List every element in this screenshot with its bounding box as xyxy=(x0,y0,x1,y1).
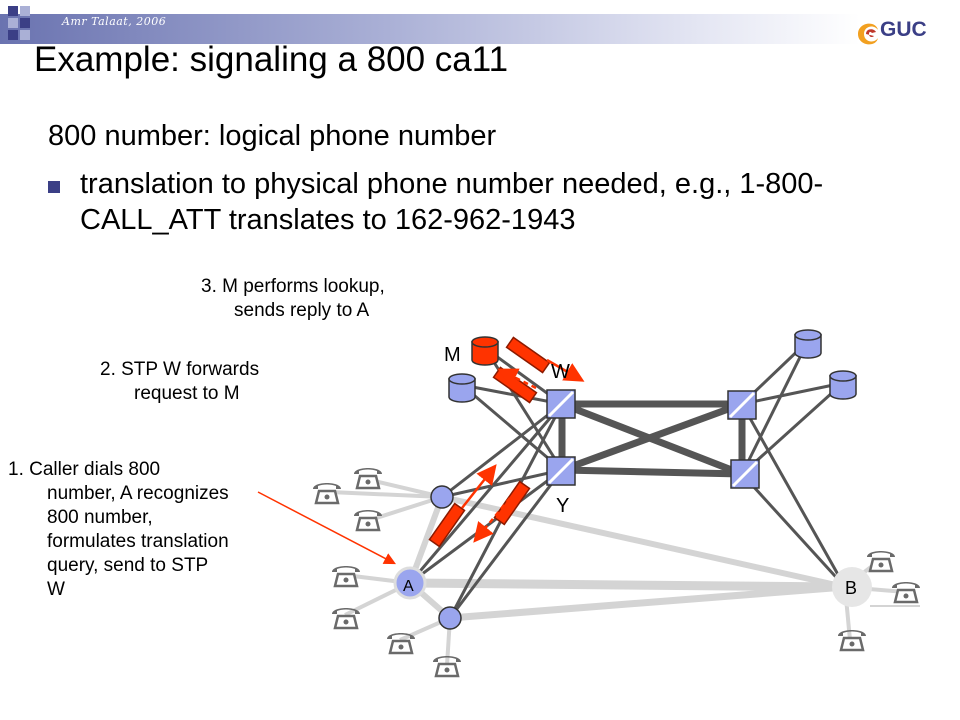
ssp-node-icon xyxy=(430,485,454,509)
annotation-line: query, send to STP xyxy=(47,555,209,576)
header-square xyxy=(8,30,18,40)
node-label-y: Y xyxy=(556,495,569,517)
message-arrows xyxy=(461,358,585,543)
header-bar xyxy=(0,14,860,44)
ssp-a-icon xyxy=(393,566,427,600)
telephone-icon xyxy=(330,606,362,630)
node-label-m: M xyxy=(444,344,461,366)
database-icon xyxy=(448,373,476,403)
annotation-line: sends reply to A xyxy=(234,300,370,321)
telephone-icon xyxy=(352,466,384,490)
guc-logo-icon xyxy=(858,23,878,45)
telephone-icon xyxy=(836,628,868,652)
annotation-line: number, A recognizes xyxy=(47,483,229,504)
annotation-line: 800 number, xyxy=(47,507,153,528)
header-square xyxy=(20,18,30,28)
annotation-step2: 2. STP W forwards request to M xyxy=(100,358,259,406)
annotation-line: 3. M performs lookup, xyxy=(201,276,385,297)
database-icon xyxy=(829,370,857,400)
signaling-links xyxy=(408,339,847,619)
annotation-line: request to M xyxy=(134,383,240,404)
header-square xyxy=(20,30,30,40)
annotation-step3: 3. M performs lookup, sends reply to A xyxy=(201,275,385,323)
header-square xyxy=(8,18,18,28)
annotation-pointer xyxy=(257,491,396,565)
annotation-line: 2. STP W forwards xyxy=(100,359,260,380)
header-square xyxy=(8,6,18,16)
message-block-reply xyxy=(493,480,531,526)
annotation-step1: 1. Caller dials 800 number, A recognizes… xyxy=(8,458,229,602)
telephone-icon xyxy=(865,549,897,573)
database-icons xyxy=(448,329,857,403)
node-label-a: A xyxy=(403,578,414,595)
ssp-nodes xyxy=(393,485,872,630)
message-block-lookup xyxy=(505,336,551,374)
stp-w-icon xyxy=(546,389,576,419)
annotation-line: W xyxy=(47,579,65,600)
annotation-line: 1. Caller dials 800 xyxy=(8,459,161,480)
author-credit: Amr Talaat, 2006 xyxy=(62,15,167,28)
header-square xyxy=(20,6,30,16)
telephone-icon xyxy=(352,508,384,532)
node-label-w: W xyxy=(551,361,570,383)
bullet-icon xyxy=(48,181,60,193)
database-icon xyxy=(794,329,822,359)
stp-switches xyxy=(546,389,760,489)
bullet-text: translation to physical phone number nee… xyxy=(80,168,824,236)
ssp-b-icon xyxy=(832,567,872,607)
stp-icon xyxy=(727,390,757,420)
telephone-icon xyxy=(385,631,417,655)
slide-title: Example: signaling a 800 ca11 xyxy=(34,40,509,79)
slide-line: 800 number: logical phone number xyxy=(48,120,497,152)
message-block-query xyxy=(428,502,466,548)
logo-text: GUC xyxy=(880,18,927,41)
stp-y-icon xyxy=(546,456,576,486)
stp-icon xyxy=(730,459,760,489)
node-label-b: B xyxy=(845,578,857,598)
light-links xyxy=(329,478,920,666)
annotation-line: formulates translation xyxy=(47,531,229,552)
database-m-icon xyxy=(471,336,499,366)
ssp-node-icon xyxy=(438,606,462,630)
